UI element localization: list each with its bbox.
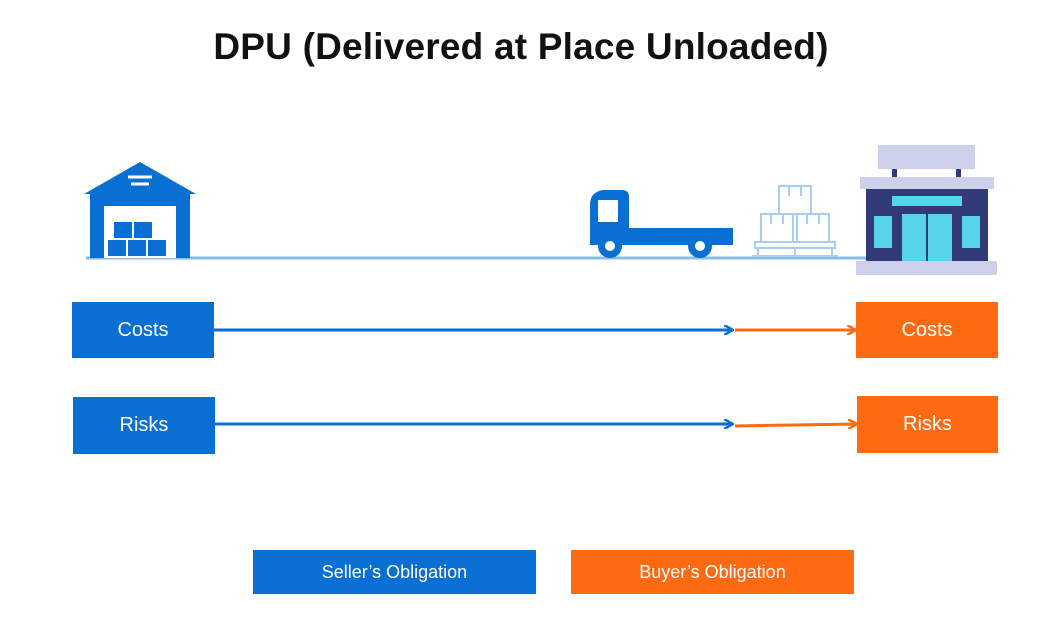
risks-seller-box: Risks	[73, 397, 215, 454]
pallet-boxes-icon	[752, 185, 838, 257]
truck-icon	[590, 190, 733, 258]
legend-seller-obligation: Seller’s Obligation	[253, 550, 536, 594]
warehouse-icon	[84, 162, 196, 258]
legend-buyer-obligation: Buyer’s Obligation	[571, 550, 854, 594]
risks-buyer-arrow	[734, 424, 856, 426]
costs-seller-box: Costs	[72, 302, 214, 358]
costs-buyer-box: Costs	[856, 302, 998, 358]
diagram-title: DPU (Delivered at Place Unloaded)	[213, 26, 829, 67]
risks-buyer-box: Risks	[857, 396, 998, 453]
storefront-icon	[856, 145, 997, 275]
